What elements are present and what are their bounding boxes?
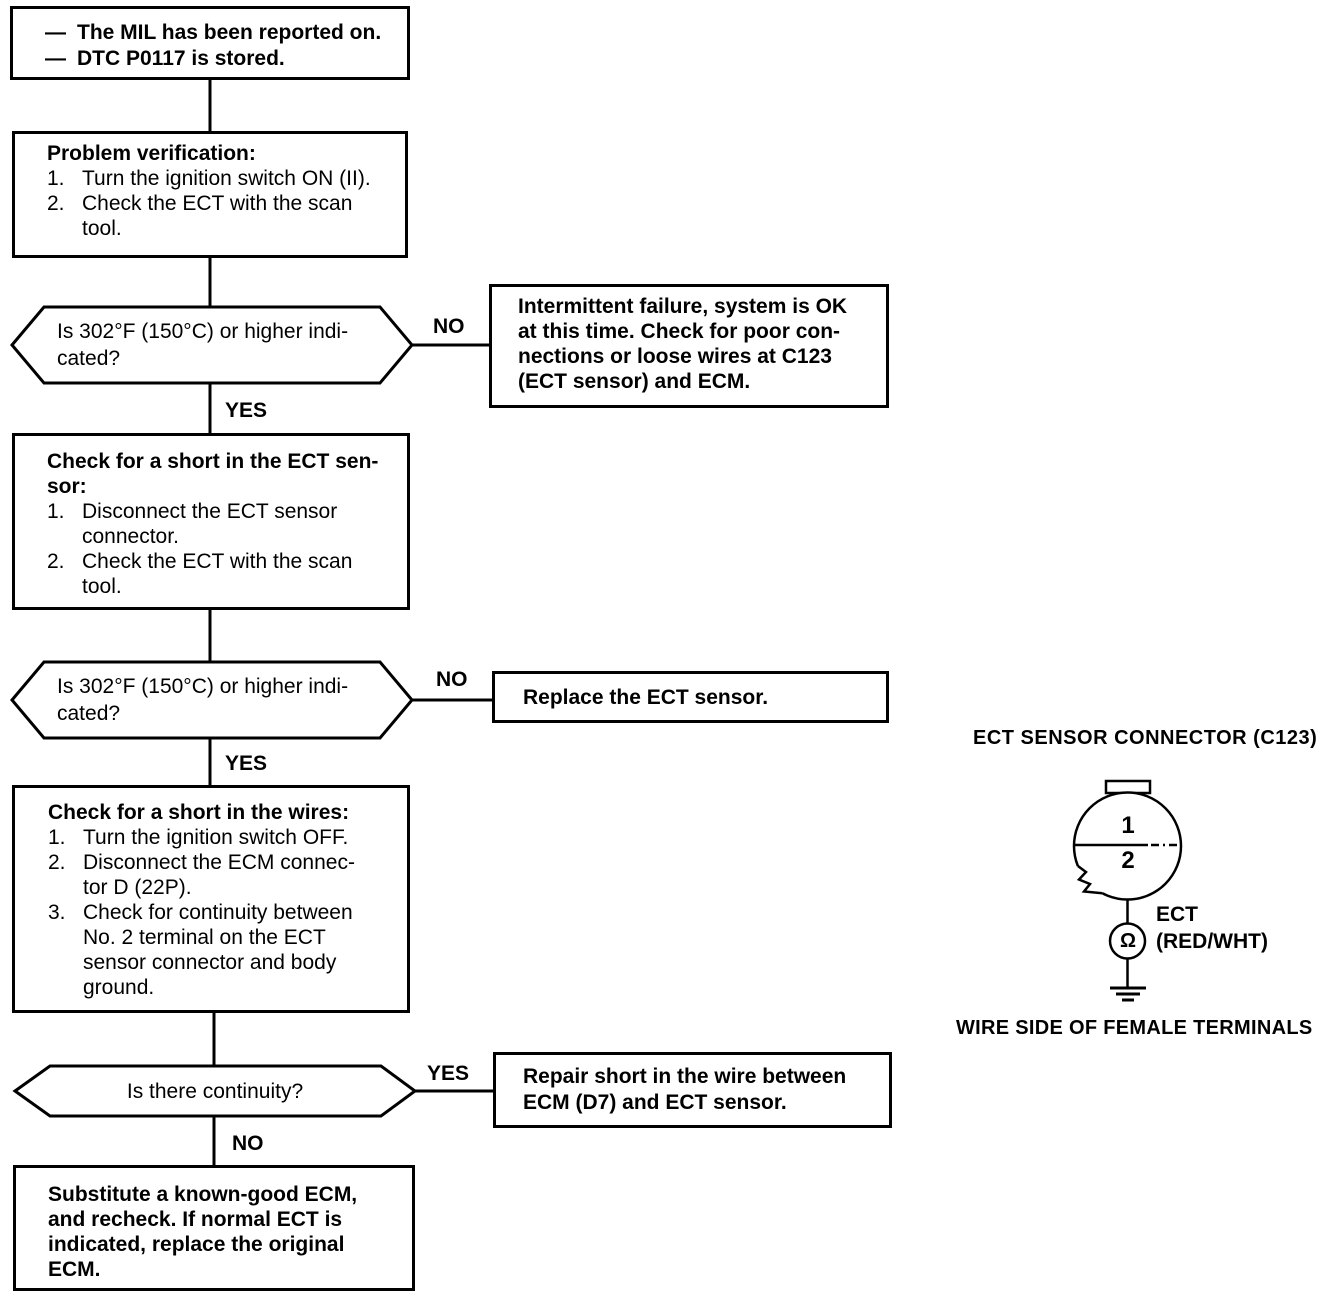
dash-bullet: — (45, 21, 66, 44)
decision-3-shape (12, 1064, 418, 1118)
decision-1-question: Is 302°F (150°C) or higher indi- cated? (57, 318, 348, 372)
short-in-sensor-box: Check for a short in the ECT sen- sor: 1… (12, 433, 410, 610)
box-line: ECM (D7) and ECT sensor. (523, 1091, 787, 1114)
item-number: 2. (47, 550, 65, 573)
ground-icon (1110, 986, 1146, 1002)
start-line-text: DTC P0117 is stored. (77, 47, 285, 70)
box-line: at this time. Check for poor con- (518, 320, 841, 343)
decision-1-no-label: NO (433, 315, 465, 338)
short-in-wires-box: Check for a short in the wires: 1. Turn … (12, 785, 410, 1013)
item-text: Turn the ignition switch ON (II). (82, 166, 371, 191)
start-line-text: The MIL has been reported on. (77, 21, 382, 44)
ohm-symbol: Ω (1119, 930, 1137, 952)
list-item: 1. Turn the ignition switch ON (II). (47, 166, 399, 191)
item-line: Check for continuity between (83, 901, 353, 924)
decision-3-yes-label: YES (427, 1062, 470, 1085)
repair-short-box: Repair short in the wire between ECM (D7… (493, 1052, 892, 1128)
decision-1-shape (10, 305, 414, 385)
item-number: 2. (48, 851, 66, 874)
question-line: Is 302°F (150°C) or higher indi- (57, 320, 349, 343)
item-line: Check the ECT with the scan (82, 192, 353, 215)
box-line: Substitute a known-good ECM, (48, 1183, 358, 1206)
start-line: — The MIL has been reported on. (45, 20, 401, 46)
wire-label-line: ECT (1156, 903, 1198, 926)
connector-pin-2-label: 2 (1121, 847, 1135, 874)
item-line: tool. (82, 217, 122, 240)
start-line: — DTC P0117 is stored. (45, 46, 401, 72)
question-line: cated? (57, 347, 121, 370)
box-line: Intermittent failure, system is OK (518, 295, 848, 318)
decision-2-no-label: NO (436, 668, 468, 691)
item-text: Disconnect the ECT sensor connector. (82, 499, 337, 549)
question-line: cated? (57, 702, 121, 725)
item-line: Disconnect the ECM connec- (83, 851, 355, 874)
item-line: Turn the ignition switch OFF. (83, 826, 349, 849)
item-number: 1. (48, 826, 66, 849)
decision-3-no-label: NO (232, 1132, 264, 1155)
box-line: indicated, replace the original (48, 1233, 345, 1256)
item-line: tool. (82, 575, 122, 598)
intermittent-failure-box: Intermittent failure, system is OK at th… (489, 284, 889, 408)
list-item: 2. Check the ECT with the scan tool. (47, 549, 401, 599)
connector-pin-1-label: 1 (1121, 812, 1135, 839)
decision-2-yes-label: YES (225, 752, 268, 775)
item-number: 1. (47, 500, 65, 523)
item-text: Check the ECT with the scan tool. (82, 549, 352, 599)
item-text: Check the ECT with the scan tool. (82, 191, 352, 241)
list-item: 2. Check the ECT with the scan tool. (47, 191, 399, 241)
dash-bullet: — (45, 47, 66, 70)
start-box: — The MIL has been reported on. — DTC P0… (10, 6, 410, 80)
list-item: 1. Disconnect the ECT sensor connector. (47, 499, 401, 549)
box-line: and recheck. If normal ECT is (48, 1208, 343, 1231)
box-line: (ECT sensor) and ECM. (518, 370, 751, 393)
question-line: Is 302°F (150°C) or higher indi- (57, 675, 349, 698)
wire-label: ECT (RED/WHT) (1156, 901, 1268, 955)
box-line: Repair short in the wire between (523, 1065, 847, 1088)
item-line: connector. (82, 525, 179, 548)
item-text: Turn the ignition switch OFF. (83, 825, 348, 850)
item-line: tor D (22P). (83, 876, 192, 899)
item-line: No. 2 terminal on the ECT (83, 926, 326, 949)
connector-diagram-caption: WIRE SIDE OF FEMALE TERMINALS (956, 1017, 1313, 1039)
item-number: 3. (48, 901, 66, 924)
list-item: 1. Turn the ignition switch OFF. (48, 825, 401, 850)
box-line: Replace the ECT sensor. (523, 686, 769, 709)
box-title: Check for a short in the wires: (48, 801, 350, 824)
question-line: Is there continuity? (126, 1080, 304, 1103)
connector-diagram-title: ECT SENSOR CONNECTOR (C123) (973, 727, 1318, 749)
item-line: Check the ECT with the scan (82, 550, 353, 573)
substitute-ecm-box: Substitute a known-good ECM, and recheck… (13, 1165, 415, 1291)
item-text: Disconnect the ECM connec- tor D (22P). (83, 850, 355, 900)
decision-1-yes-label: YES (225, 399, 268, 422)
item-number: 1. (47, 167, 65, 190)
item-number: 2. (47, 192, 65, 215)
box-line: ECM. (48, 1258, 101, 1281)
item-line: ground. (83, 976, 155, 999)
list-item: 2. Disconnect the ECM connec- tor D (22P… (48, 850, 401, 900)
problem-verification-box: Problem verification: 1. Turn the igniti… (12, 131, 408, 258)
item-line: Disconnect the ECT sensor (82, 500, 338, 523)
list-item: 3. Check for continuity between No. 2 te… (48, 900, 401, 1000)
decision-2-question: Is 302°F (150°C) or higher indi- cated? (57, 673, 348, 727)
wire-label-line: (RED/WHT) (1156, 930, 1268, 953)
item-line: sensor connector and body (83, 951, 337, 974)
box-title-line: sor: (47, 475, 87, 498)
box-line: nections or loose wires at C123 (518, 345, 832, 368)
item-line: Turn the ignition switch ON (II). (82, 167, 371, 190)
box-title-line: Check for a short in the ECT sen- (47, 450, 379, 473)
decision-2-shape (10, 660, 414, 740)
box-title: Problem verification: (47, 142, 256, 165)
replace-sensor-box: Replace the ECT sensor. (492, 671, 889, 723)
item-text: Check for continuity between No. 2 termi… (83, 900, 353, 1000)
decision-3-question: Is there continuity? (15, 1078, 415, 1105)
ect-connector-drawing (1070, 779, 1183, 1002)
